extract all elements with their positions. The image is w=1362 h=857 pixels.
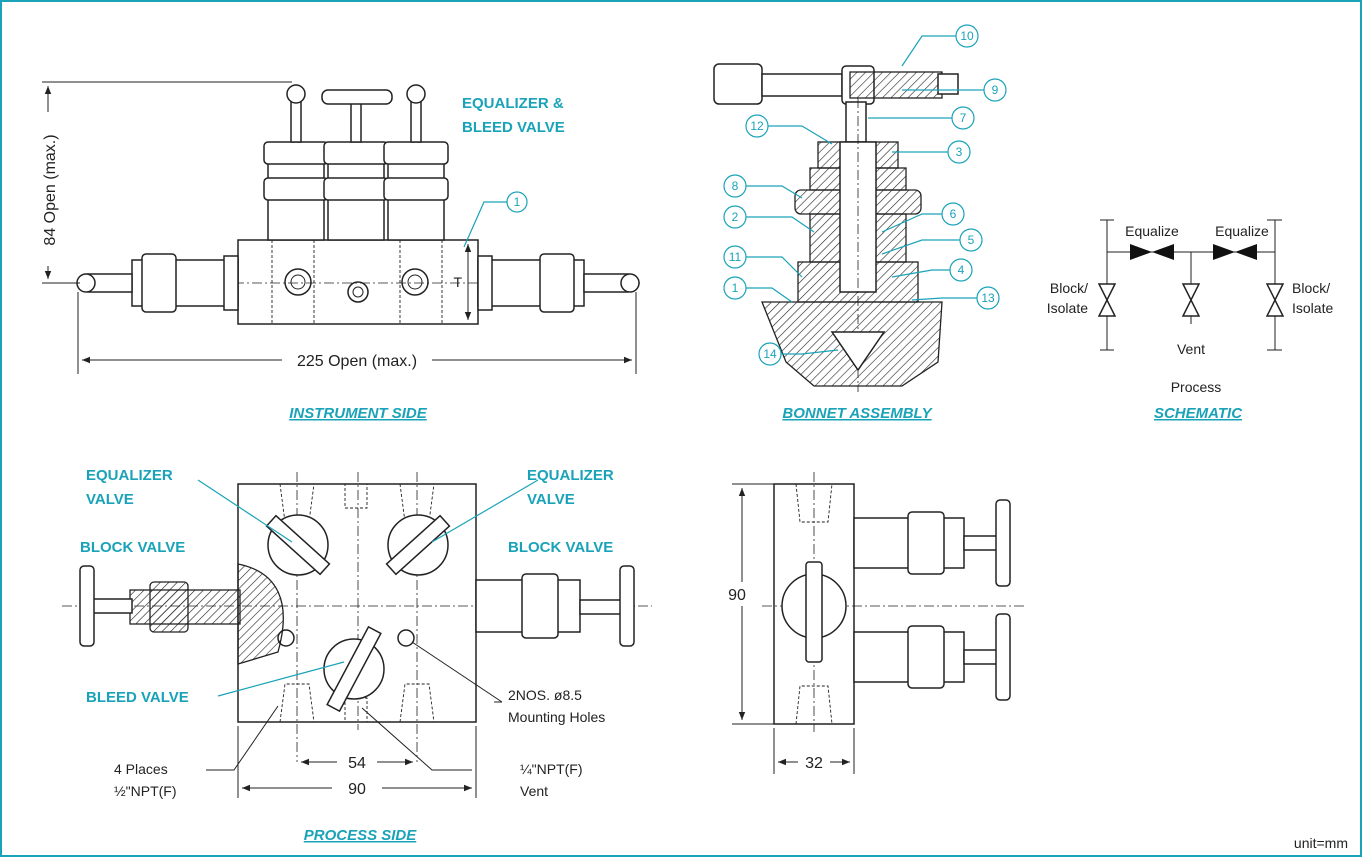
instrument-bonnets xyxy=(263,84,449,241)
part-number: 7 xyxy=(960,111,967,125)
instrument-side-view: 84 Open (max.) 225 Open (max.) T 1 EQUAL… xyxy=(38,81,642,422)
label-equalizer-valve-left: VALVE xyxy=(86,491,134,508)
part-number: 13 xyxy=(981,291,995,305)
process-right-block-valve xyxy=(475,565,635,647)
part-number: 3 xyxy=(956,145,963,159)
label-equalizer-valve-right: EQUALIZER xyxy=(527,467,614,484)
schematic-block-left: Block/ xyxy=(1050,280,1088,296)
unit-note: unit=mm xyxy=(1294,835,1348,851)
part-number: 6 xyxy=(950,207,957,221)
note-vent: Vent xyxy=(520,783,548,799)
note-mounting-holes: 2NOS. ø8.5 xyxy=(508,687,582,703)
instrument-side-valves xyxy=(76,253,640,313)
caption-instrument-side: INSTRUMENT SIDE xyxy=(289,405,428,422)
dimension-32: 32 xyxy=(805,755,823,772)
dimension-width-open: 225 Open (max.) xyxy=(297,353,417,370)
label-equalizer-bleed: EQUALIZER & xyxy=(462,95,564,112)
dimension-90-side: 90 xyxy=(728,587,746,604)
schematic-process: Process xyxy=(1171,379,1222,395)
note-vent: ¼"NPT(F) xyxy=(520,761,583,777)
part-number: 11 xyxy=(729,250,742,264)
label-block-valve-left: BLOCK VALVE xyxy=(80,539,185,556)
process-equalizer-valves xyxy=(265,514,451,713)
part-number: 1 xyxy=(514,195,521,209)
part-number: 14 xyxy=(763,347,777,361)
part-number: 8 xyxy=(732,179,739,193)
caption-process-side: PROCESS SIDE xyxy=(304,827,418,844)
dimension-t: T xyxy=(453,274,462,290)
schematic-view: Equalize Equalize Block/ Isolate Block/ … xyxy=(1047,219,1333,422)
schematic-block-right: Block/ xyxy=(1292,280,1330,296)
caption-bonnet-assembly: BONNET ASSEMBLY xyxy=(782,405,933,422)
label-equalizer-valve-right: VALVE xyxy=(527,491,575,508)
dimension-90-bottom: 90 xyxy=(348,781,366,798)
bonnet-callouts: 10 9 7 12 3 8 6 2 5 xyxy=(723,24,1007,366)
label-equalizer-valve-left: EQUALIZER xyxy=(86,467,173,484)
part-number: 5 xyxy=(968,233,975,247)
note-4-places: ½"NPT(F) xyxy=(114,783,177,799)
schematic-equalize-right: Equalize xyxy=(1215,223,1269,239)
note-mounting-holes: Mounting Holes xyxy=(508,709,605,725)
process-side-view: EQUALIZER VALVE EQUALIZER VALVE BLOCK VA… xyxy=(62,467,652,844)
schematic-block-left: Isolate xyxy=(1047,300,1088,316)
dimension-54: 54 xyxy=(348,755,366,772)
side-valves xyxy=(853,499,1011,701)
part-number: 9 xyxy=(992,83,999,97)
part-number: 4 xyxy=(958,263,965,277)
schematic-equalize-left: Equalize xyxy=(1125,223,1179,239)
part-number: 2 xyxy=(732,210,739,224)
label-equalizer-bleed: BLEED VALVE xyxy=(462,119,565,136)
part-number: 10 xyxy=(960,29,974,43)
bonnet-assembly-view: 10 9 7 12 3 8 6 2 5 xyxy=(713,24,1007,422)
schematic-block-right: Isolate xyxy=(1292,300,1333,316)
label-block-valve-right: BLOCK VALVE xyxy=(508,539,613,556)
side-view: 90 32 xyxy=(722,472,1024,774)
note-4-places: 4 Places xyxy=(114,761,168,777)
schematic-vent: Vent xyxy=(1177,341,1205,357)
label-bleed-valve: BLEED VALVE xyxy=(86,689,189,706)
dimension-height-open: 84 Open (max.) xyxy=(42,134,59,245)
caption-schematic: SCHEMATIC xyxy=(1154,405,1243,422)
part-number: 12 xyxy=(750,119,764,133)
part-number: 1 xyxy=(732,281,739,295)
process-left-block-valve xyxy=(79,563,284,665)
